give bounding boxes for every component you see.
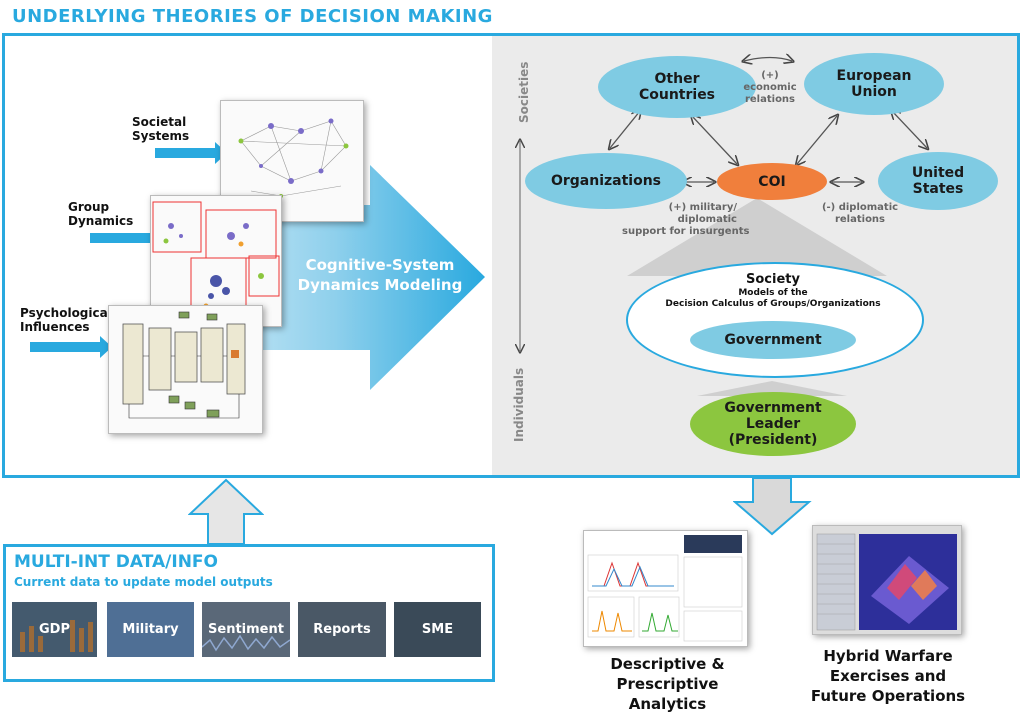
node-coi: COI — [717, 163, 827, 200]
output-label-analytics: Descriptive & Prescriptive Analytics — [610, 655, 725, 713]
tile-sentiment: Sentiment — [202, 602, 290, 657]
main-title: UNDERLYING THEORIES OF DECISION MAKING — [12, 6, 493, 27]
node-united-states: United States — [878, 152, 998, 210]
node-other-countries: Other Countries — [598, 56, 756, 118]
tile-military: Military — [107, 602, 194, 657]
arrow-right-icon — [155, 142, 227, 164]
multi-int-title: MULTI-INT DATA/INFO — [14, 552, 218, 572]
label-psychological-influences: Psychological Influences — [20, 306, 112, 334]
node-european-union: European Union — [804, 53, 944, 115]
tile-gdp: GDP — [12, 602, 97, 657]
psychological-system-thumbnail — [108, 305, 263, 434]
tile-sentiment-label: Sentiment — [208, 622, 284, 637]
node-government: Government — [690, 321, 856, 359]
tile-reports-label: Reports — [313, 622, 371, 637]
hybrid-warfare-thumbnail — [812, 525, 962, 635]
annotation-military-support: (+) military/ diplomatic support for ins… — [622, 202, 750, 237]
down-arrow-icon — [733, 477, 812, 536]
arrow-right-icon — [90, 227, 162, 249]
analytics-dashboard-thumbnail — [583, 530, 748, 647]
relationship-arrows-icon — [492, 36, 1017, 396]
node-organizations: Organizations — [525, 153, 687, 209]
cognitive-system-modeling-label: Cognitive-System Dynamics Modeling — [297, 256, 463, 294]
tile-gdp-label: GDP — [39, 622, 70, 637]
tile-military-label: Military — [122, 622, 179, 637]
multi-int-subtitle: Current data to update model outputs — [14, 575, 273, 589]
annotation-economic-relations: (+) economic relations — [743, 70, 797, 105]
tile-sme-label: SME — [421, 622, 454, 637]
label-group-dynamics: Group Dynamics — [68, 200, 134, 228]
tile-reports: Reports — [298, 602, 386, 657]
label-societal-systems: Societal Systems — [132, 115, 190, 143]
node-government-leader: Government Leader (President) — [690, 392, 856, 456]
arrow-right-icon — [30, 336, 112, 358]
tile-sme: SME — [394, 602, 481, 657]
main-panel-border — [2, 33, 1020, 478]
output-label-hybrid-warfare: Hybrid Warfare Exercises and Future Oper… — [810, 647, 966, 705]
up-arrow-icon — [188, 478, 264, 545]
society-subtitle: Models of the Decision Calculus of Group… — [665, 288, 881, 309]
annotation-diplomatic-relations: (-) diplomatic relations — [821, 202, 899, 225]
society-title: Society — [746, 272, 800, 287]
